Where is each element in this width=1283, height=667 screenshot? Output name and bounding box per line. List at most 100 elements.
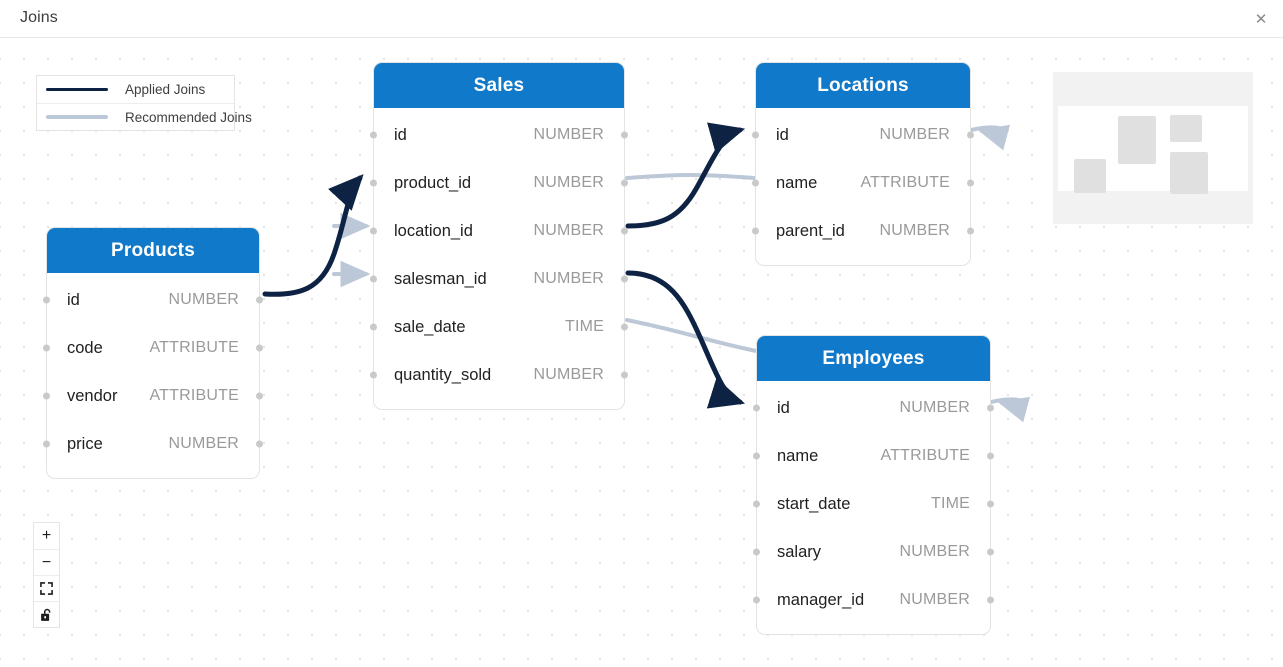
field-type: NUMBER bbox=[899, 591, 970, 608]
field-type: NUMBER bbox=[533, 174, 604, 191]
recommended-join-locations-self bbox=[969, 124, 1011, 151]
field-name: salesman_id bbox=[394, 269, 487, 288]
field-type: NUMBER bbox=[168, 291, 239, 308]
table-row[interactable]: quantity_sold NUMBER bbox=[374, 351, 624, 399]
field-name: salary bbox=[777, 542, 822, 561]
minus-icon: − bbox=[41, 553, 52, 571]
field-type: NUMBER bbox=[533, 126, 604, 143]
table-row[interactable]: name ATTRIBUTE bbox=[757, 432, 990, 480]
field-name: sale_date bbox=[394, 317, 466, 336]
applied-join-swatch bbox=[46, 87, 108, 92]
unlock-icon bbox=[41, 608, 51, 621]
recommended-join-swatch bbox=[46, 115, 108, 119]
table-row[interactable]: parent_id NUMBER bbox=[756, 207, 970, 255]
diagram-canvas[interactable]: Applied Joins Recommended Joins Products… bbox=[0, 39, 1283, 667]
legend-item-recommended: Recommended Joins bbox=[37, 103, 252, 130]
legend: Applied Joins Recommended Joins bbox=[36, 75, 252, 131]
close-icon[interactable]: ✕ bbox=[1247, 6, 1275, 32]
field-name: quantity_sold bbox=[394, 365, 492, 384]
table-card-products[interactable]: Products id NUMBER code ATTRIBUTE vendor… bbox=[46, 227, 260, 479]
fit-to-screen-button[interactable] bbox=[34, 575, 59, 601]
field-type: ATTRIBUTE bbox=[149, 339, 239, 356]
table-title: Products bbox=[47, 228, 259, 273]
legend-item-label: Recommended Joins bbox=[125, 109, 252, 125]
table-row[interactable]: start_date TIME bbox=[757, 480, 990, 528]
table-fields: id NUMBER code ATTRIBUTE vendor ATTRIBUT… bbox=[47, 273, 259, 478]
field-name: id bbox=[776, 125, 789, 144]
zoom-controls[interactable]: + − bbox=[33, 522, 60, 628]
field-type: TIME bbox=[564, 318, 604, 335]
field-type: NUMBER bbox=[533, 222, 604, 239]
legend-item-applied: Applied Joins bbox=[37, 76, 234, 103]
minimap-thumbnail bbox=[1170, 152, 1208, 194]
table-card-locations[interactable]: Locations id NUMBER name ATTRIBUTE paren… bbox=[755, 62, 971, 266]
field-type: NUMBER bbox=[533, 270, 604, 287]
table-row[interactable]: id NUMBER bbox=[757, 384, 990, 432]
field-name: vendor bbox=[67, 386, 118, 405]
page-title: Joins bbox=[20, 9, 58, 26]
table-row[interactable]: location_id NUMBER bbox=[374, 207, 624, 255]
field-name: name bbox=[776, 173, 818, 192]
field-name: product_id bbox=[394, 173, 472, 192]
table-card-employees[interactable]: Employees id NUMBER name ATTRIBUTE start… bbox=[756, 335, 991, 635]
minimap-thumbnail bbox=[1170, 115, 1202, 142]
field-name: id bbox=[777, 398, 790, 417]
table-row[interactable]: id NUMBER bbox=[756, 111, 970, 159]
window-titlebar: Joins ✕ bbox=[0, 0, 1283, 38]
minimap-viewport[interactable] bbox=[1058, 106, 1248, 194]
recommended-join-employees-self bbox=[989, 396, 1031, 423]
zoom-in-button[interactable]: + bbox=[34, 523, 59, 549]
table-fields: id NUMBER product_id NUMBER location_id … bbox=[374, 108, 624, 409]
applied-join-sales-locations bbox=[625, 122, 746, 229]
applied-join-sales-employees bbox=[625, 270, 746, 409]
field-type: ATTRIBUTE bbox=[860, 174, 950, 191]
field-type: NUMBER bbox=[168, 435, 239, 452]
field-name: location_id bbox=[394, 221, 473, 240]
table-title: Employees bbox=[757, 336, 990, 381]
minimap[interactable] bbox=[1053, 72, 1253, 224]
plus-icon: + bbox=[41, 527, 52, 544]
table-title: Locations bbox=[756, 63, 970, 108]
table-fields: id NUMBER name ATTRIBUTE parent_id NUMBE… bbox=[756, 108, 970, 265]
field-name: id bbox=[394, 125, 407, 144]
recommended-join-sales-locations bbox=[625, 173, 756, 180]
table-row[interactable]: sale_date TIME bbox=[374, 303, 624, 351]
field-name: price bbox=[67, 434, 103, 453]
table-row[interactable]: name ATTRIBUTE bbox=[756, 159, 970, 207]
table-row[interactable]: salary NUMBER bbox=[757, 528, 990, 576]
table-title: Sales bbox=[374, 63, 624, 108]
field-name: parent_id bbox=[776, 221, 845, 240]
applied-join-products-sales bbox=[262, 174, 364, 297]
field-type: NUMBER bbox=[899, 399, 970, 416]
fit-screen-icon bbox=[40, 582, 53, 595]
field-type: ATTRIBUTE bbox=[149, 387, 239, 404]
table-fields: id NUMBER name ATTRIBUTE start_date TIME… bbox=[757, 381, 990, 634]
table-row[interactable]: id NUMBER bbox=[47, 276, 259, 324]
table-row[interactable]: price NUMBER bbox=[47, 420, 259, 468]
field-name: code bbox=[67, 338, 103, 357]
field-name: manager_id bbox=[777, 590, 865, 609]
join-connectors bbox=[262, 122, 1031, 423]
field-type: NUMBER bbox=[899, 543, 970, 560]
table-row[interactable]: vendor ATTRIBUTE bbox=[47, 372, 259, 420]
legend-item-label: Applied Joins bbox=[125, 82, 206, 97]
lock-toggle-button[interactable] bbox=[34, 601, 59, 627]
table-row[interactable]: product_id NUMBER bbox=[374, 159, 624, 207]
field-name: name bbox=[777, 446, 819, 465]
field-type: NUMBER bbox=[879, 222, 950, 239]
field-name: start_date bbox=[777, 494, 851, 513]
table-row[interactable]: manager_id NUMBER bbox=[757, 576, 990, 624]
table-row[interactable]: salesman_id NUMBER bbox=[374, 255, 624, 303]
field-type: TIME bbox=[930, 495, 970, 512]
minimap-thumbnail bbox=[1118, 116, 1156, 164]
table-row[interactable]: id NUMBER bbox=[374, 111, 624, 159]
recommended-join-sales-employees bbox=[625, 318, 758, 353]
field-type: NUMBER bbox=[533, 366, 604, 383]
table-card-sales[interactable]: Sales id NUMBER product_id NUMBER locati… bbox=[373, 62, 625, 410]
field-type: ATTRIBUTE bbox=[880, 447, 970, 464]
field-name: id bbox=[67, 290, 80, 309]
field-type: NUMBER bbox=[879, 126, 950, 143]
table-row[interactable]: code ATTRIBUTE bbox=[47, 324, 259, 372]
minimap-thumbnail bbox=[1074, 159, 1106, 193]
zoom-out-button[interactable]: − bbox=[34, 549, 59, 575]
